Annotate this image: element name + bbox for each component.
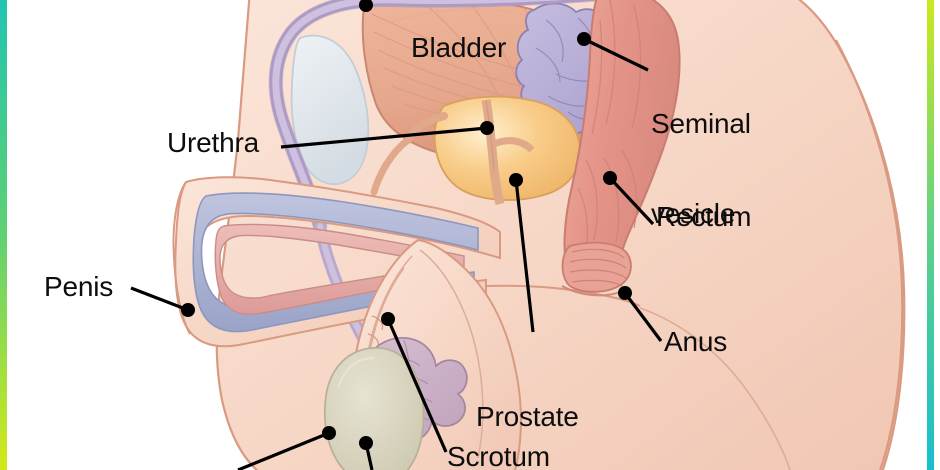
- pubic-bone: [290, 34, 370, 185]
- label-seminal-vesicle: Seminal vesicle: [651, 49, 751, 289]
- dot-penis: [181, 303, 195, 317]
- leader-lines: [130, 37, 663, 470]
- label-scrotum: Scrotum: [447, 441, 550, 470]
- label-prostate-gland: Prostate gland: [476, 342, 579, 470]
- dot-prostate-gland: [509, 173, 523, 187]
- testis-and-epididymis: [323, 337, 468, 470]
- leader-seminal-vesicle: [583, 37, 649, 72]
- urethral-root: [370, 136, 412, 196]
- right-gradient-border: [927, 0, 934, 470]
- leader-dots: [181, 0, 632, 450]
- dot-anus: [618, 286, 632, 300]
- label-bladder: Bladder: [411, 32, 507, 63]
- dot-epididymis: [359, 436, 373, 450]
- leader-rectum: [608, 176, 655, 226]
- dot-rectum: [603, 171, 617, 185]
- label-prostate-gland-line1: Prostate: [476, 401, 579, 432]
- leader-penis: [130, 286, 189, 312]
- rectum-organ: [561, 0, 681, 297]
- label-rectum: Rectum: [656, 201, 752, 232]
- leader-anus: [623, 292, 663, 342]
- dot-seminal-vesicle: [577, 32, 591, 46]
- label-urethra: Urethra: [167, 127, 259, 158]
- leader-scrotum: [386, 318, 448, 453]
- label-penis: Penis: [44, 271, 114, 302]
- dot-scrotum: [381, 312, 395, 326]
- leader-testis: [237, 431, 330, 470]
- label-anus: Anus: [664, 326, 728, 357]
- dot-urethra: [480, 121, 494, 135]
- dot-vas-deferens: [359, 0, 373, 12]
- leader-prostate-gland: [514, 179, 535, 333]
- anal-canal: [561, 241, 632, 293]
- dot-testis: [322, 426, 336, 440]
- label-seminal-vesicle-line2: vesicle: [651, 198, 736, 229]
- left-gradient-border: [0, 0, 7, 470]
- label-seminal-vesicle-line1: Seminal: [651, 108, 751, 139]
- leader-urethra: [280, 126, 488, 149]
